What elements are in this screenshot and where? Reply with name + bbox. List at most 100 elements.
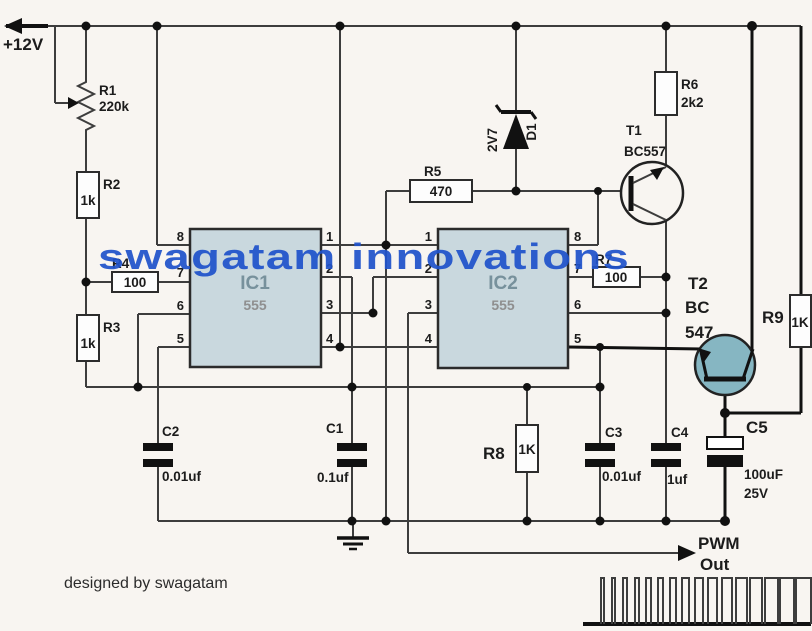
junction-dots	[81, 21, 757, 526]
t2-name: T2	[688, 274, 708, 293]
resistor-r4	[111, 271, 159, 293]
r7-name: R7	[595, 252, 612, 267]
resistor-r7	[592, 266, 641, 288]
capacitor-c2	[143, 443, 173, 467]
d1-anode-triangle	[503, 114, 529, 149]
supply-label: +12V	[3, 35, 44, 54]
r9-value: 1K	[791, 315, 809, 330]
transistor-t2	[693, 333, 757, 397]
pwm-arrow-icon	[678, 545, 696, 561]
ic1-name: IC1	[240, 273, 270, 294]
r5-value: 470	[430, 184, 453, 199]
supply-arrow-icon	[4, 18, 22, 34]
resistor-r9	[789, 294, 812, 348]
c1-name: C1	[326, 421, 344, 436]
r7-value: 100	[605, 270, 628, 285]
t1-circle	[619, 160, 685, 226]
ic2-chip	[436, 227, 570, 370]
ic1-pin7: 7	[177, 265, 184, 280]
t1-collector	[632, 203, 667, 221]
r9-name: R9	[762, 308, 784, 327]
ic2-pin7: 7	[574, 261, 581, 276]
c3-name: C3	[605, 425, 623, 440]
r1-name: R1	[99, 83, 117, 98]
ic1-pin5: 5	[177, 331, 184, 346]
ic1-pin1: 1	[326, 229, 333, 244]
ground-symbol	[337, 521, 369, 551]
capacitor-c3	[585, 443, 615, 467]
ic2-pin4: 4	[425, 331, 433, 346]
t1-name: T1	[626, 123, 642, 138]
d1-zener-tick	[494, 104, 503, 113]
r2-name: R2	[103, 177, 120, 192]
c5-negative-plate	[707, 455, 743, 467]
c4-name: C4	[671, 425, 689, 440]
ic2-pin5: 5	[574, 331, 581, 346]
t2-value: BC	[685, 298, 710, 317]
credit-text: designed by swagatam	[64, 575, 228, 592]
r6-name: R6	[681, 77, 699, 92]
ic2-name: IC2	[488, 273, 518, 294]
c5-name: C5	[746, 418, 768, 437]
ic1-pin4: 4	[326, 331, 334, 346]
wire	[567, 345, 703, 351]
circuit-wires	[6, 24, 803, 554]
r1-value: 220k	[99, 99, 130, 114]
pwm-waveform	[583, 577, 812, 626]
watermark-text: swagatam innovations	[98, 236, 630, 277]
ic2-pin2: 2	[425, 261, 432, 276]
t1-emitter-arrow-icon	[650, 167, 664, 180]
r4-value: 100	[124, 275, 147, 290]
ic2-pin6: 6	[574, 297, 581, 312]
resistor-r2	[76, 171, 100, 219]
potentiometer-r1	[68, 78, 97, 134]
resistor-r6	[654, 71, 678, 116]
ic1-body	[188, 227, 323, 369]
t2-value2: 547	[685, 323, 713, 342]
ic1-pin2: 2	[326, 261, 333, 276]
capacitor-c5-electrolytic	[706, 436, 744, 467]
r3-value: 1k	[80, 336, 96, 351]
r6-value: 2k2	[681, 95, 704, 110]
ic1-pin6: 6	[177, 298, 184, 313]
c1-value: 0.1uf	[317, 470, 349, 485]
ic1-pin8: 8	[177, 229, 184, 244]
wiper-arrow-icon	[68, 97, 79, 109]
ic1-pin3: 3	[326, 297, 333, 312]
resistor-r5	[409, 179, 473, 203]
capacitor-c1	[337, 443, 367, 467]
r5-name: R5	[424, 164, 442, 179]
waveform-pulses	[600, 577, 812, 624]
r2-value: 1k	[80, 193, 96, 208]
ic2-pin1: 1	[425, 229, 432, 244]
r1-zigzag	[75, 78, 97, 134]
c2-value: 0.01uf	[162, 469, 202, 484]
r8-value: 1K	[518, 442, 536, 457]
d1-zener-tick	[529, 111, 538, 120]
capacitor-c4	[651, 443, 681, 467]
t1-value: BC557	[624, 144, 666, 159]
c5-positive-plate	[706, 436, 744, 450]
d1-value: 2V7	[485, 128, 500, 152]
c5-value: 100uF	[744, 467, 783, 482]
t2-emitter-arrow-icon	[698, 348, 711, 362]
ic1-chip	[188, 227, 323, 369]
ic2-pin8: 8	[574, 229, 581, 244]
ic2-body	[436, 227, 570, 370]
resistor-r3	[76, 314, 100, 362]
r8-name: R8	[483, 444, 505, 463]
pwm-label: PWM	[698, 534, 740, 553]
out-label: Out	[700, 555, 730, 574]
ic2-pin3: 3	[425, 297, 432, 312]
c2-name: C2	[162, 424, 179, 439]
zener-d1	[494, 104, 538, 149]
resistor-r8	[515, 424, 539, 473]
r4-name: R4	[112, 256, 130, 271]
t2-collector	[741, 348, 755, 380]
ic1-type: 555	[243, 297, 267, 313]
transistor-t1	[619, 160, 685, 226]
c5-voltage: 25V	[744, 486, 768, 501]
c3-value: 0.01uf	[602, 469, 642, 484]
